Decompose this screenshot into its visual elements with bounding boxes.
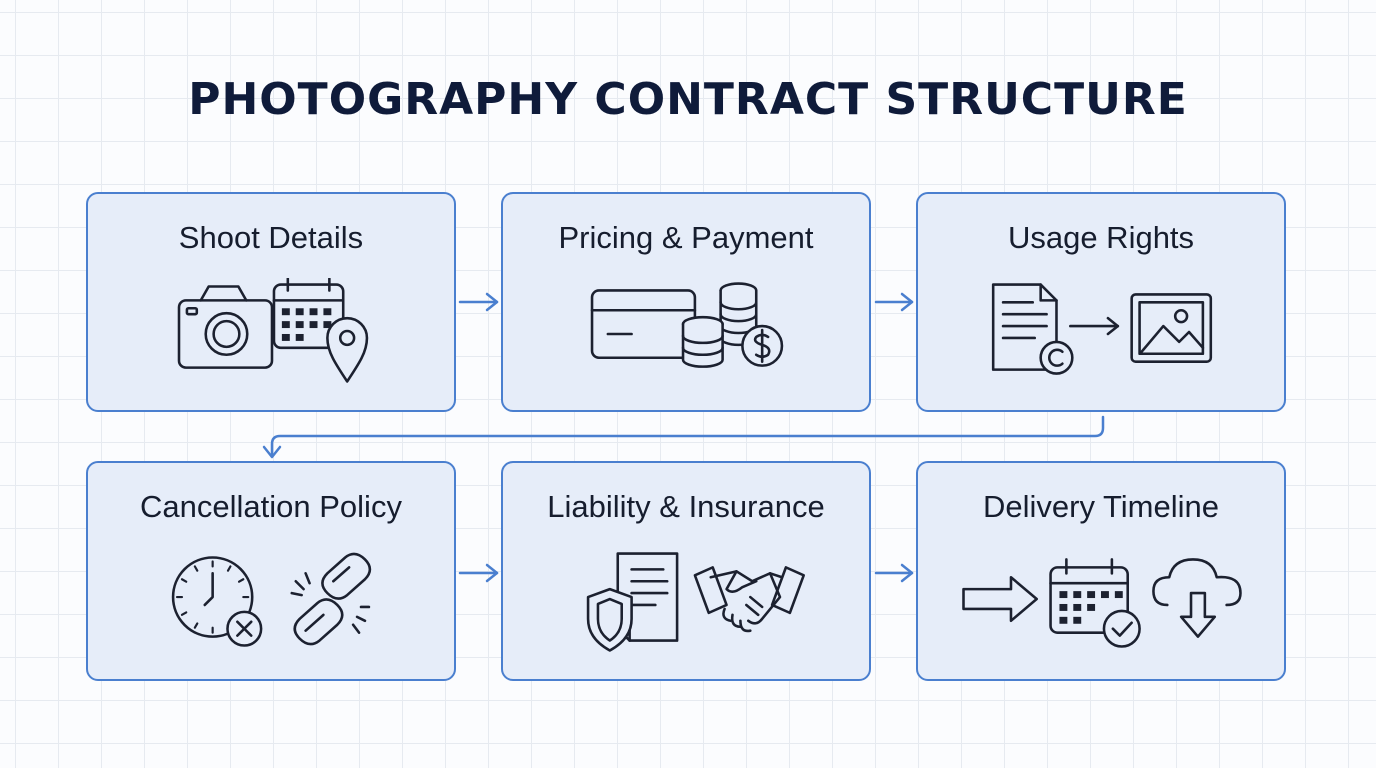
coin-stack-icon [681,282,758,368]
calendar-check-icon [1049,558,1141,648]
step-card-shoot-details: Shoot Details [86,192,456,412]
connector-arrow [458,563,499,583]
step-title: Cancellation Policy [140,489,402,524]
step-title: Delivery Timeline [982,489,1219,524]
step-title: Liability & Insurance [547,489,825,524]
step-card-delivery-timeline: Delivery Timeline [916,461,1286,681]
cancel-x-icon [226,610,263,647]
step-title: Usage Rights [1007,220,1195,255]
shield-icon [586,587,633,652]
step-card-liability-insurance: Liability & Insurance [501,461,871,681]
step-title: Pricing & Payment [558,220,814,255]
arrow-right-icon [962,575,1038,623]
connector-arrow [874,563,914,583]
credit-card-icon [590,289,697,360]
arrow-right-icon [1069,316,1120,336]
location-pin-icon [326,316,369,383]
connector-arrow [458,292,499,312]
dollar-coin-icon [741,324,784,367]
step-card-pricing-payment: Pricing & Payment [501,192,871,412]
calendar-icon [272,278,345,350]
clock-icon [171,556,254,638]
step-card-cancellation-policy: Cancellation Policy [86,461,456,681]
connector-arrow [874,292,914,312]
camera-icon [177,285,274,369]
broken-chain-link-icon [290,552,372,646]
handshake-icon [693,566,805,633]
page-title: PHOTOGRAPHY CONTRACT STRUCTURE [188,74,1188,125]
step-title: Shoot Details [178,220,364,255]
copyright-document-icon [991,283,1074,375]
step-card-usage-rights: Usage Rights [916,192,1286,412]
connector-row-wrap-arrow [262,415,1105,459]
cloud-download-icon [1152,558,1242,638]
image-icon [1130,293,1213,363]
